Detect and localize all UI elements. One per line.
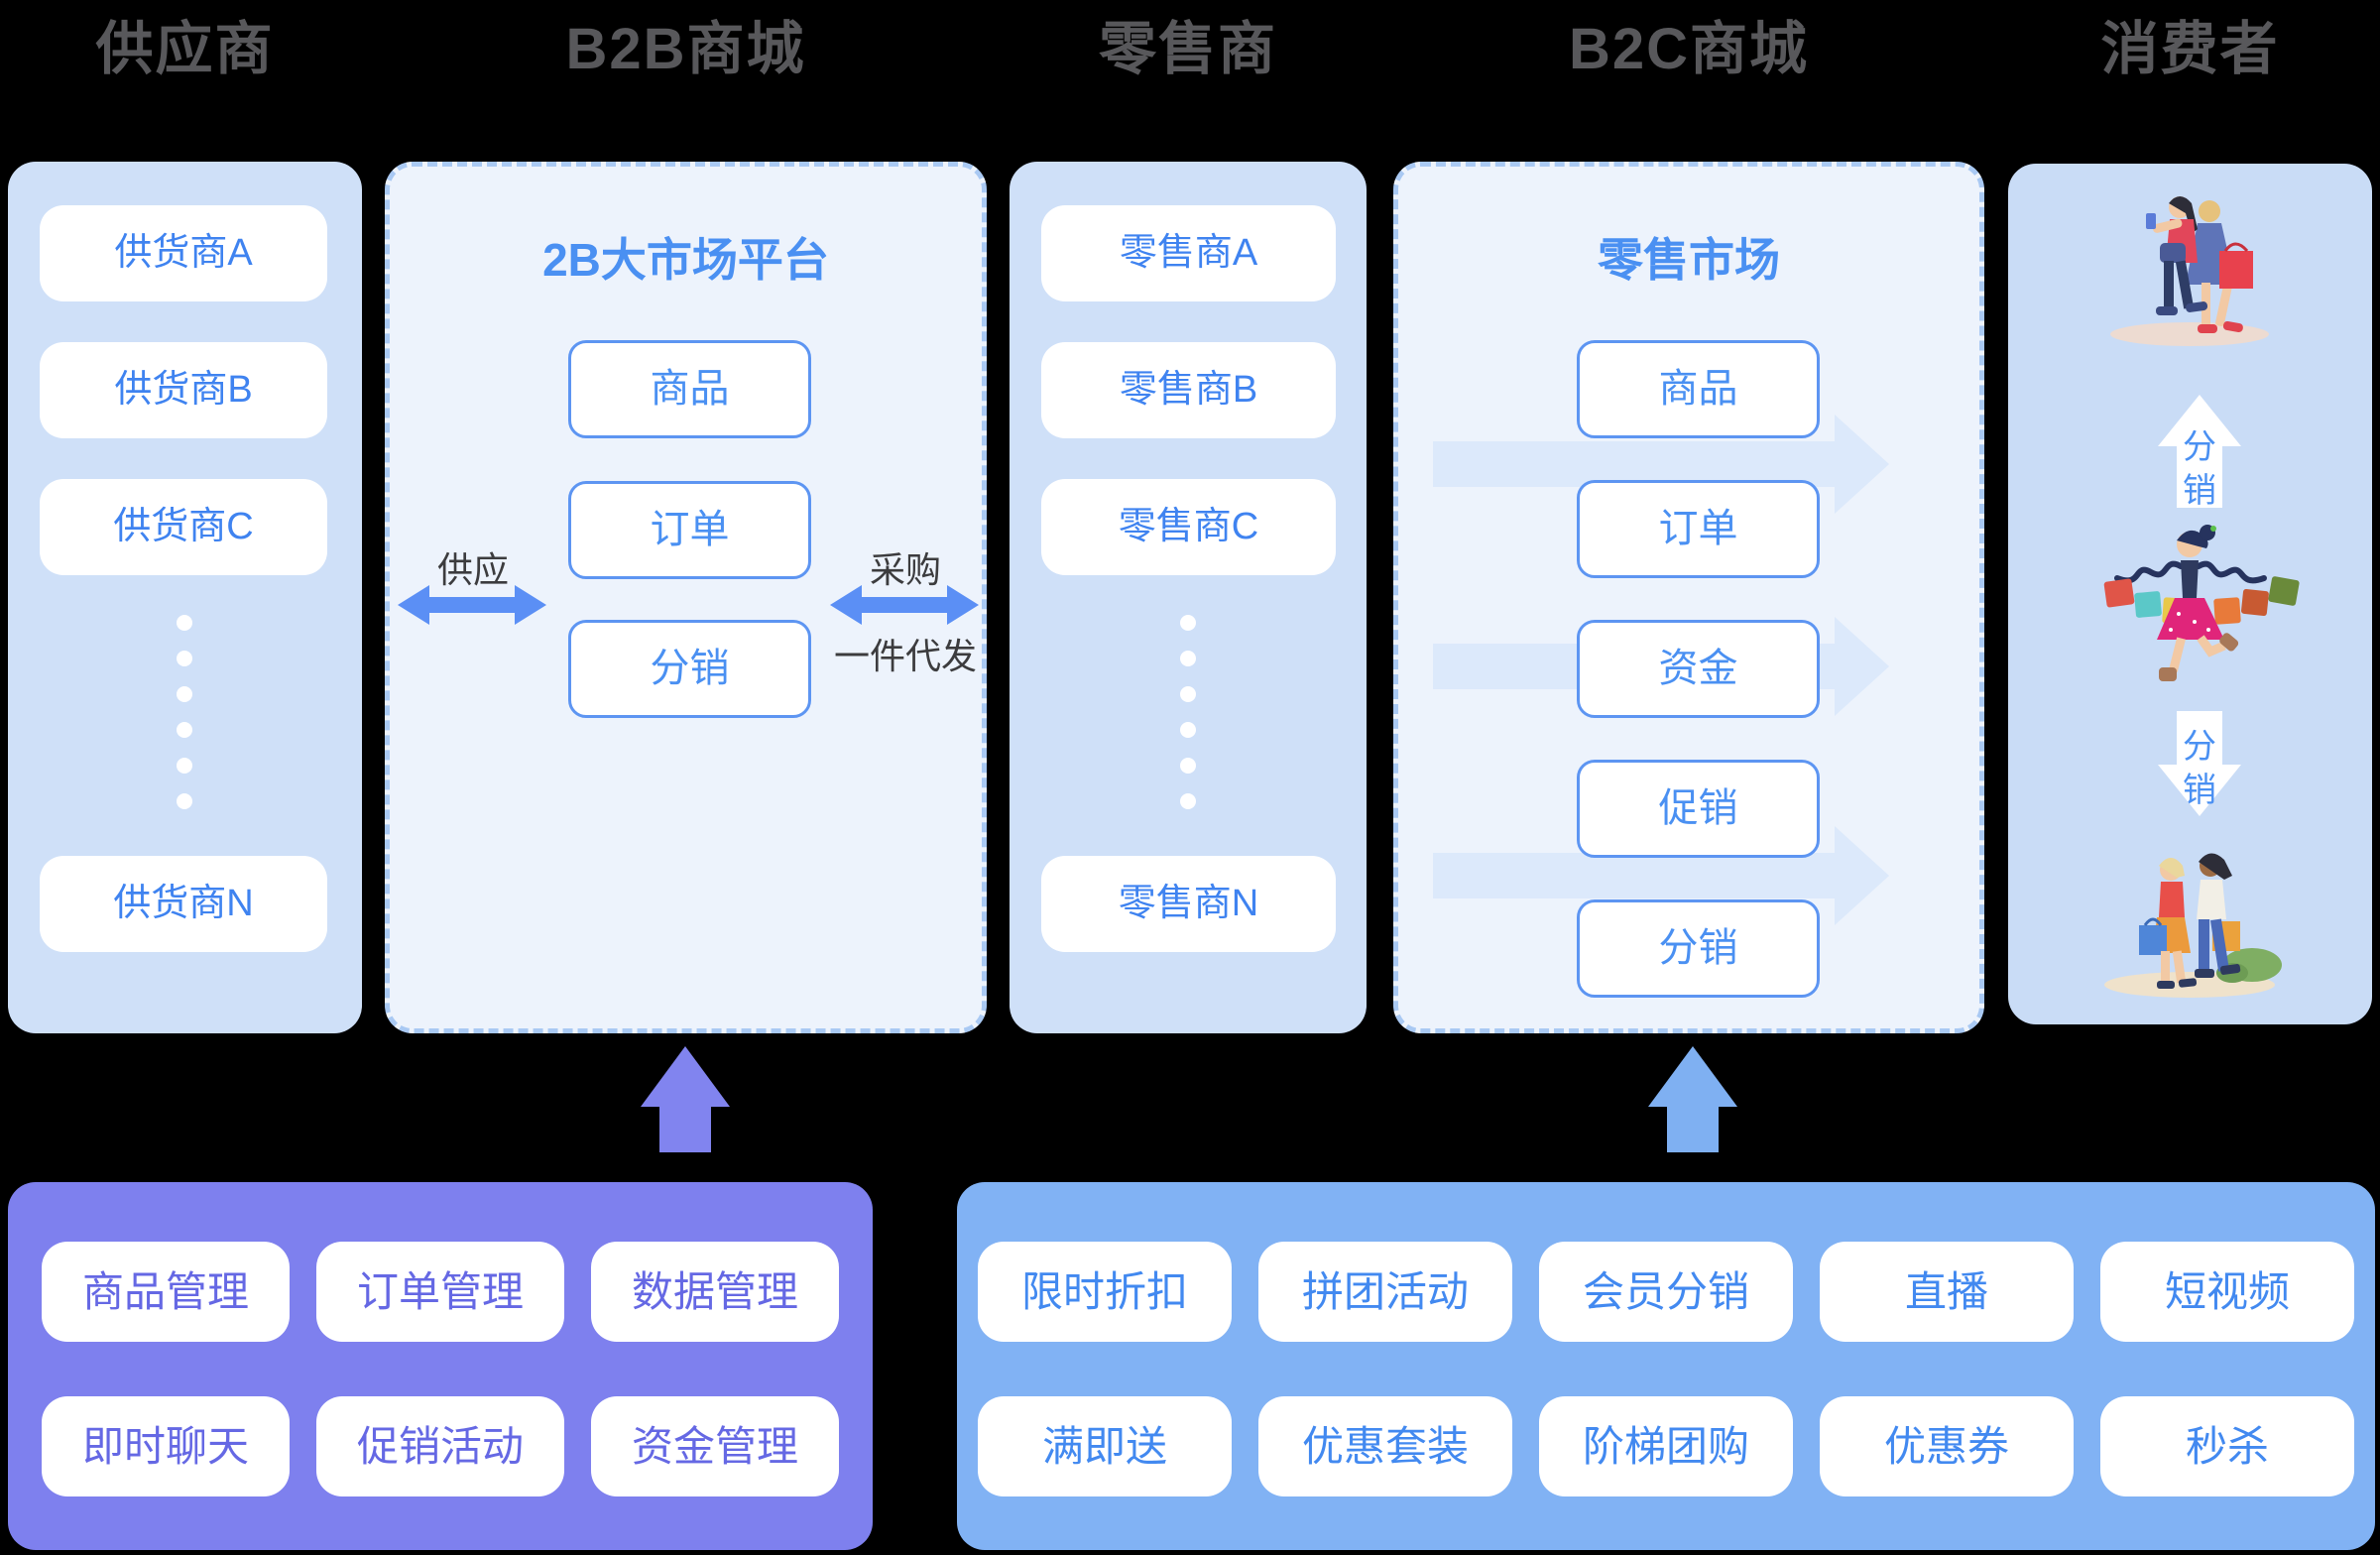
supplier-item: 供货商N	[40, 856, 327, 952]
b2b-backend-up-arrow-icon	[641, 1046, 730, 1152]
backend-item-instant-chat: 即时聊天	[42, 1396, 290, 1496]
backend-item-goods-management: 商品管理	[42, 1242, 290, 1342]
distribution-up-label: 分	[2183, 428, 2216, 466]
supply-double-arrow-icon	[398, 583, 546, 627]
two-shoppers-with-bags-illustration	[2085, 840, 2294, 1001]
b2b-module-goods: 商品	[568, 340, 811, 438]
supply-label: 供应	[436, 549, 509, 590]
distribution-up-label: 销	[2183, 472, 2216, 510]
b2b-backend-panel: 商品管理 订单管理 数据管理 即时聊天 促销活动 资金管理	[8, 1182, 873, 1550]
distribution-up-arrow-icon	[2158, 395, 2241, 508]
backend-item-short-video: 短视频	[2100, 1242, 2354, 1342]
purchase-double-arrow-icon	[830, 583, 979, 627]
purchase-label: 采购	[869, 549, 941, 590]
backend-item-full-gift: 满即送	[978, 1396, 1232, 1496]
header-b2c-mall: B2C商城	[1568, 17, 1810, 81]
retailer-panel: 零售商A 零售商B 零售商C 零售商N	[1010, 162, 1367, 1033]
b2c-module-distribution: 分销	[1577, 899, 1820, 998]
backend-item-seckill: 秒杀	[2100, 1396, 2354, 1496]
shopper-with-many-bags-illustration	[2076, 519, 2304, 695]
ellipsis-dots	[177, 615, 192, 809]
supplier-panel: 供货商A 供货商B 供货商C 供货商N	[8, 162, 362, 1033]
retailer-item: 零售商B	[1041, 342, 1336, 438]
two-shoppers-walking-illustration	[2090, 185, 2289, 349]
backend-item-discount-bundle: 优惠套装	[1258, 1396, 1512, 1496]
flow-arrow-icon	[1433, 853, 1835, 898]
distribution-down-label: 销	[2183, 772, 2216, 809]
b2b-platform-title: 2B大市场平台	[542, 234, 829, 286]
ellipsis-dots	[1180, 615, 1196, 809]
dropship-label: 一件代发	[833, 636, 977, 676]
b2b-module-orders: 订单	[568, 481, 811, 579]
header-consumer: 消费者	[2100, 17, 2280, 81]
supplier-item: 供货商A	[40, 205, 327, 301]
header-retailer: 零售商	[1098, 17, 1277, 81]
flow-arrow-icon	[1835, 415, 1889, 514]
backend-item-promotion-activity: 促销活动	[316, 1396, 564, 1496]
supplier-item: 供货商C	[40, 479, 327, 575]
header-supplier: 供应商	[95, 17, 275, 81]
flow-arrow-icon	[1433, 441, 1835, 487]
b2c-market-panel: 零售市场 商品 订单 资金 促销 分销	[1393, 162, 1984, 1033]
b2c-backend-panel: 限时折扣 拼团活动 会员分销 直播 短视频 满即送 优惠套装 阶梯团购 优惠券 …	[957, 1182, 2375, 1550]
consumer-panel: 分 销	[2008, 164, 2372, 1024]
backend-item-coupon: 优惠券	[1820, 1396, 2074, 1496]
b2c-backend-up-arrow-icon	[1648, 1046, 1737, 1152]
backend-item-flash-discount: 限时折扣	[978, 1242, 1232, 1342]
b2b-platform-panel: 2B大市场平台 商品 订单 分销 供应 采购 一件代发	[385, 162, 987, 1033]
flow-arrow-icon	[1835, 826, 1889, 925]
backend-item-tiered-group-purchase: 阶梯团购	[1539, 1396, 1793, 1496]
backend-item-order-management: 订单管理	[316, 1242, 564, 1342]
backend-item-data-management: 数据管理	[591, 1242, 839, 1342]
retailer-item: 零售商A	[1041, 205, 1336, 301]
flow-arrow-icon	[1835, 617, 1889, 716]
supplier-item: 供货商B	[40, 342, 327, 438]
b2c-market-title: 零售市场	[1598, 234, 1780, 286]
backend-item-funds-management: 资金管理	[591, 1396, 839, 1496]
b2c-module-promotion: 促销	[1577, 760, 1820, 858]
b2c-module-goods: 商品	[1577, 340, 1820, 438]
b2c-module-orders: 订单	[1577, 480, 1820, 578]
backend-item-live-streaming: 直播	[1820, 1242, 2074, 1342]
backend-item-member-distribution: 会员分销	[1539, 1242, 1793, 1342]
retailer-item: 零售商C	[1041, 479, 1336, 575]
b2b-module-distribution: 分销	[568, 620, 811, 718]
retailer-item: 零售商N	[1041, 856, 1336, 952]
header-b2b-mall: B2B商城	[565, 17, 806, 81]
b2c-module-funds: 资金	[1577, 620, 1820, 718]
distribution-down-label: 分	[2183, 728, 2216, 766]
distribution-down-arrow-icon	[2158, 711, 2241, 816]
backend-item-group-buying: 拼团活动	[1258, 1242, 1512, 1342]
